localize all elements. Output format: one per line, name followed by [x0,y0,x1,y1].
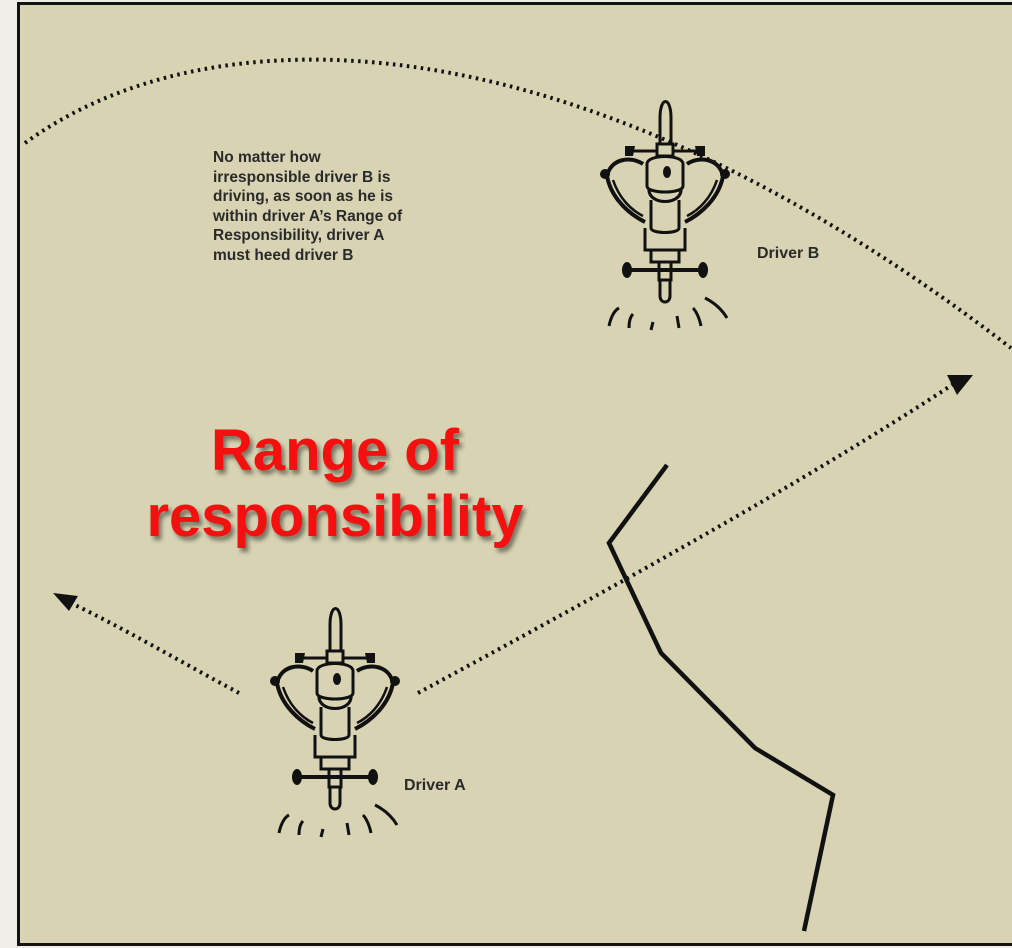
caption-line: driving, as soon as he is [213,187,513,207]
range-boundary-arc [25,60,1011,348]
caption-line: Responsibility, driver A [213,226,513,246]
caption-line: irresponsible driver B is [213,168,513,188]
title-line: Range of [75,418,595,484]
motorcycle-driver-a-icon [270,609,400,838]
caption-line: must heed driver B [213,246,513,266]
motorcycle-driver-b-icon [600,102,730,331]
title-line: responsibility [75,484,595,550]
driver-a-label: Driver A [404,777,466,795]
caption-line: within driver A’s Range of [213,207,513,227]
arrowhead-right-icon [947,375,973,395]
arrowhead-left-icon [53,593,78,611]
driver-b-label: Driver B [757,245,819,263]
road-edge-line [609,465,833,931]
range-of-responsibility-title: Range of responsibility [75,418,595,550]
caption-line: No matter how [213,148,513,168]
dotted-arrow-left [75,605,239,693]
explanation-caption: No matter how irresponsible driver B is … [213,148,513,265]
